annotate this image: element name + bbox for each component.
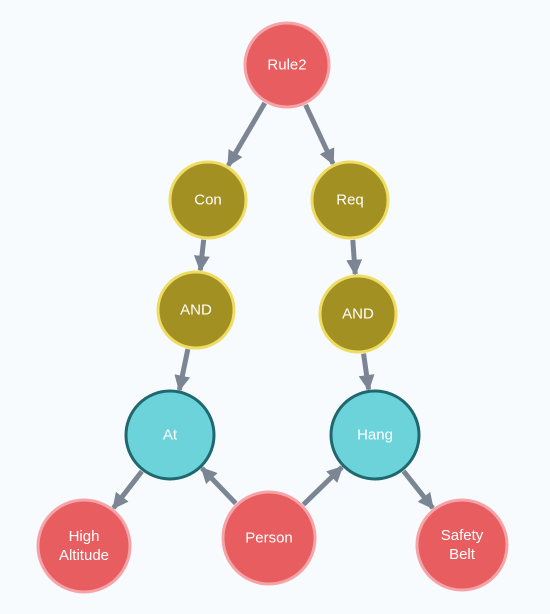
edge-and-left-to-at xyxy=(174,348,191,392)
node-and-left: AND xyxy=(156,270,236,350)
node-label: Belt xyxy=(449,546,476,563)
edge-con-to-and-left xyxy=(193,239,210,272)
edge-rule2-to-req xyxy=(303,103,336,166)
node-circle xyxy=(156,270,236,350)
node-label: At xyxy=(163,427,178,444)
node-label: Con xyxy=(194,192,222,209)
node-and-right: AND xyxy=(318,274,398,354)
edge-rule2-to-con xyxy=(226,101,267,167)
node-label: Req xyxy=(336,192,364,209)
edge-at-to-high-altitude xyxy=(111,469,144,510)
node-hang: Hang xyxy=(329,389,421,481)
node-circle xyxy=(318,274,398,354)
edge-person-to-hang xyxy=(301,465,344,507)
node-req: Req xyxy=(310,160,390,240)
node-person: Person xyxy=(221,490,317,586)
node-label: Altitude xyxy=(59,547,109,564)
node-label: Hang xyxy=(357,427,393,444)
node-circle xyxy=(243,21,331,109)
node-circle xyxy=(415,498,509,592)
node-label: Rule2 xyxy=(267,57,306,74)
edges-layer xyxy=(111,101,435,510)
node-label: Safety xyxy=(441,527,484,544)
node-at: At xyxy=(124,389,216,481)
node-circle xyxy=(221,490,317,586)
node-circle xyxy=(36,498,132,594)
node-circle xyxy=(329,389,421,481)
node-circle xyxy=(310,160,390,240)
node-label: Person xyxy=(245,530,293,547)
edge-req-to-and-right xyxy=(346,239,363,276)
node-circle xyxy=(124,389,216,481)
edge-person-to-at xyxy=(200,466,238,506)
edge-and-right-to-hang xyxy=(358,353,375,392)
node-rule2: Rule2 xyxy=(243,21,331,109)
node-label: AND xyxy=(342,306,374,323)
node-label: High xyxy=(69,528,100,545)
edge-hang-to-safety-belt xyxy=(401,469,435,510)
node-circle xyxy=(168,160,248,240)
node-con: Con xyxy=(168,160,248,240)
node-label: AND xyxy=(180,302,212,319)
